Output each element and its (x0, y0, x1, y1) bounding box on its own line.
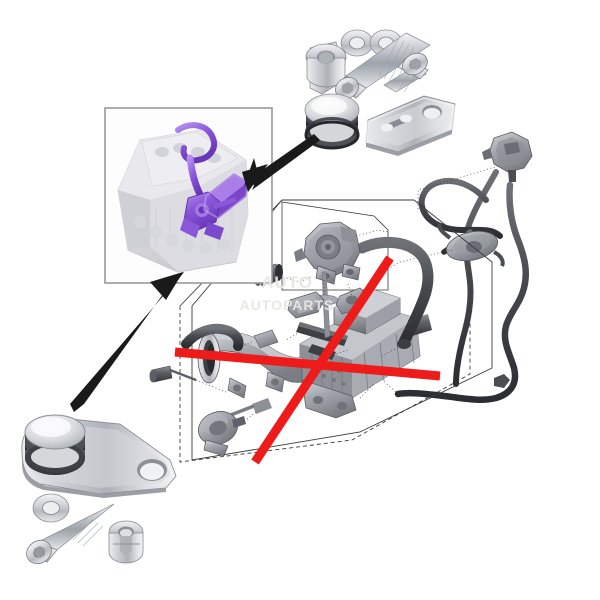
washer-1 (340, 29, 374, 57)
egr-valve-actuator (294, 221, 361, 285)
leader-lines-assembly (195, 229, 405, 421)
hardware-group-bottom-left (21, 414, 177, 565)
coolant-hose-bend (356, 237, 434, 349)
cross-line-diagonal (251, 255, 394, 465)
bolt-long (335, 32, 431, 99)
bolt-short (383, 52, 429, 93)
blanking-cap-mounted (24, 414, 86, 475)
red-cross-out-mark (174, 255, 441, 465)
spacer-sleeve-small (108, 520, 144, 564)
vacuum-hose-long (394, 181, 529, 403)
vacuum-diaphragm-unit (198, 398, 272, 457)
bolt-stud-2 (149, 365, 197, 383)
vacuum-hose-secondary (453, 169, 499, 387)
bolt-long-2 (26, 503, 115, 565)
vacuum-hose-loop (418, 178, 503, 239)
washer-3 (32, 493, 70, 523)
cross-line-horizontal (174, 347, 441, 381)
leader-lines-right (361, 165, 499, 395)
arrow-to-engine-inset (242, 134, 320, 192)
vacuum-solenoid-valve (482, 131, 533, 182)
assembly-boundary-outer (191, 199, 493, 461)
blanking-plate-two-hole (365, 95, 456, 156)
vacuum-system-right (394, 169, 529, 403)
arrow-assembly-to-engine (70, 272, 184, 412)
engine-overview-inset (104, 107, 273, 284)
assembly-boundary-inner (179, 290, 471, 463)
small-elbow-hose (181, 323, 244, 351)
hardware-group-top-right (304, 29, 456, 156)
egr-highlight-purple (175, 122, 250, 240)
blanking-plate-assembly (21, 414, 177, 498)
hose-clip (494, 374, 510, 388)
